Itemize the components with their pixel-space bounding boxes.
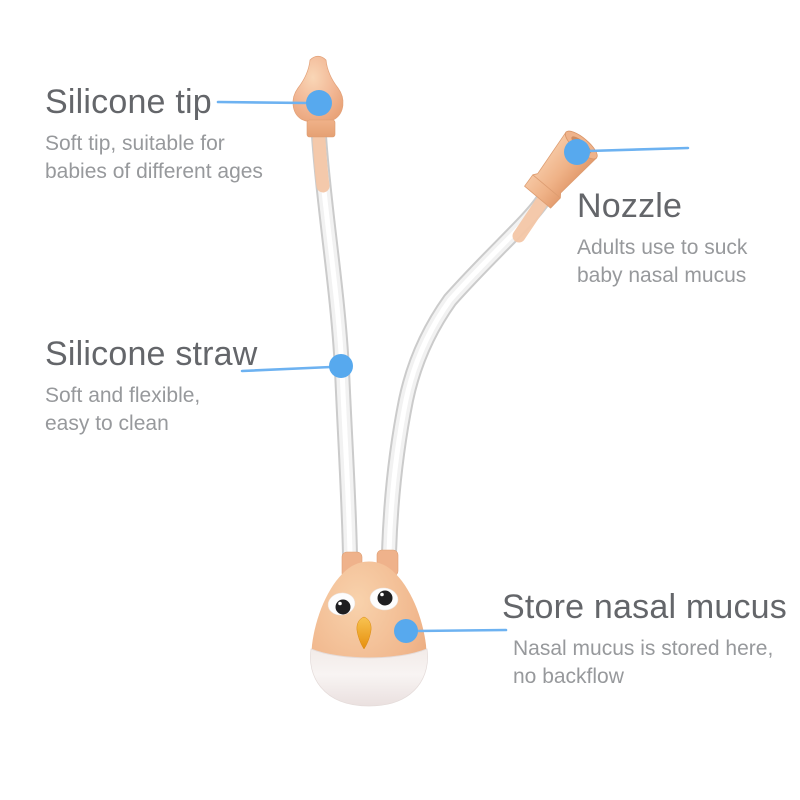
- label-store-nasal-mucus: Store nasal mucus Nasal mucus is stored …: [502, 587, 787, 691]
- right-eye-glint: [380, 592, 384, 597]
- label-nozzle: Nozzle Adults use to suck baby nasal muc…: [577, 186, 747, 290]
- silicone-tip-description-line2: babies of different ages: [45, 160, 263, 183]
- silicone-tip-description-line1: Soft tip, suitable for: [45, 132, 225, 155]
- left-eye-glint: [338, 601, 342, 606]
- silicone-tip-title: Silicone tip: [45, 83, 212, 121]
- silicone-straw-callout-line: [240, 365, 333, 373]
- label-silicone-tip: Silicone tip Soft tip, suitable for babi…: [45, 82, 263, 186]
- silicone-tip-callout-line: [216, 100, 310, 105]
- beak: [356, 616, 372, 650]
- silicone-straw-description: Soft and flexible, easy to clean: [45, 382, 258, 438]
- silicone-straw-title: Silicone straw: [45, 335, 258, 373]
- silicone-straw-description-line1: Soft and flexible,: [45, 384, 201, 407]
- store-nasal-mucus-marker-dot: [394, 619, 418, 643]
- nozzle-callout-line: [586, 146, 690, 153]
- left-eye-pupil: [335, 599, 351, 615]
- left-tube: [311, 128, 358, 564]
- store-nasal-mucus-callout-line: [414, 628, 508, 633]
- store-nasal-mucus-description-line2: no backflow: [513, 665, 624, 688]
- right-tube: [381, 192, 551, 561]
- silicone-tip-description: Soft tip, suitable for babies of differe…: [45, 130, 263, 186]
- nozzle-marker-dot: [564, 139, 590, 165]
- tip-collar: [306, 119, 336, 138]
- reservoir-body: [310, 549, 428, 707]
- store-nasal-mucus-description: Nasal mucus is stored here, no backflow: [502, 635, 787, 691]
- right-eye-pupil: [377, 590, 393, 606]
- left-tube-tinted-section: [312, 133, 330, 193]
- store-nasal-mucus-title: Store nasal mucus: [502, 588, 787, 626]
- callout-silicone-straw: [240, 354, 353, 378]
- callout-silicone-tip: [216, 90, 332, 116]
- callout-nozzle: [564, 139, 690, 165]
- nozzle-description-line1: Adults use to suck: [577, 236, 748, 259]
- label-silicone-straw: Silicone straw Soft and flexible, easy t…: [45, 334, 258, 438]
- right-tube-tinted-section: [512, 196, 548, 243]
- nozzle-description-line2: baby nasal mucus: [577, 264, 747, 287]
- callout-store-nasal-mucus: [394, 619, 508, 643]
- nozzle-description: Adults use to suck baby nasal mucus: [577, 234, 747, 290]
- silicone-straw-marker-dot: [329, 354, 353, 378]
- nozzle-collar-line: [532, 174, 561, 199]
- collection-cup: [310, 648, 428, 707]
- silicone-straw-description-line2: easy to clean: [45, 412, 169, 435]
- store-nasal-mucus-description-line1: Nasal mucus is stored here,: [513, 637, 774, 660]
- nozzle-title: Nozzle: [577, 187, 683, 225]
- silicone-tip-marker-dot: [306, 90, 332, 116]
